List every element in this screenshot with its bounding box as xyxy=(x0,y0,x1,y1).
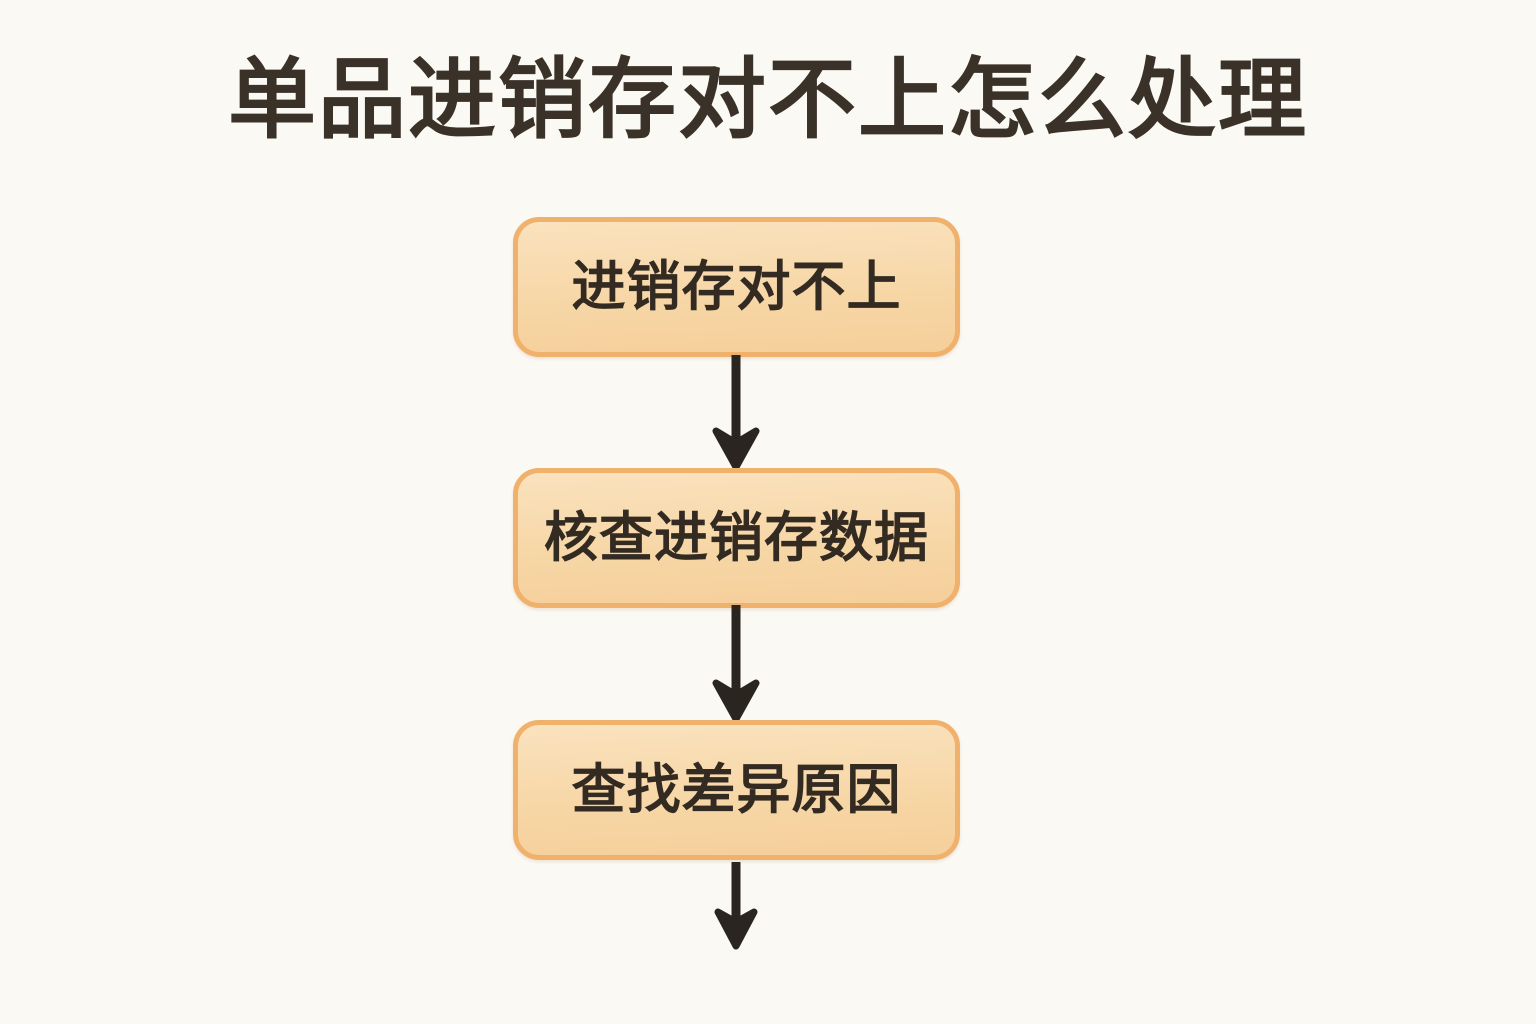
flow-node-1[interactable]: 进销存对不上 xyxy=(513,217,960,357)
flow-node-2-label: 核查进销存数据 xyxy=(544,508,929,568)
flow-node-3-label: 查找差异原因 xyxy=(571,760,902,820)
flow-arrow-1-to-2 xyxy=(710,355,762,469)
flow-node-3[interactable]: 查找差异原因 xyxy=(513,720,960,860)
flow-node-1-label: 进销存对不上 xyxy=(571,257,902,317)
flow-node-2[interactable]: 核查进销存数据 xyxy=(513,468,960,608)
flow-arrow-3-to-next xyxy=(710,862,762,1024)
page-title: 单品进销存对不上怎么处理 xyxy=(227,50,1308,149)
flow-arrow-2-to-3 xyxy=(710,605,762,721)
